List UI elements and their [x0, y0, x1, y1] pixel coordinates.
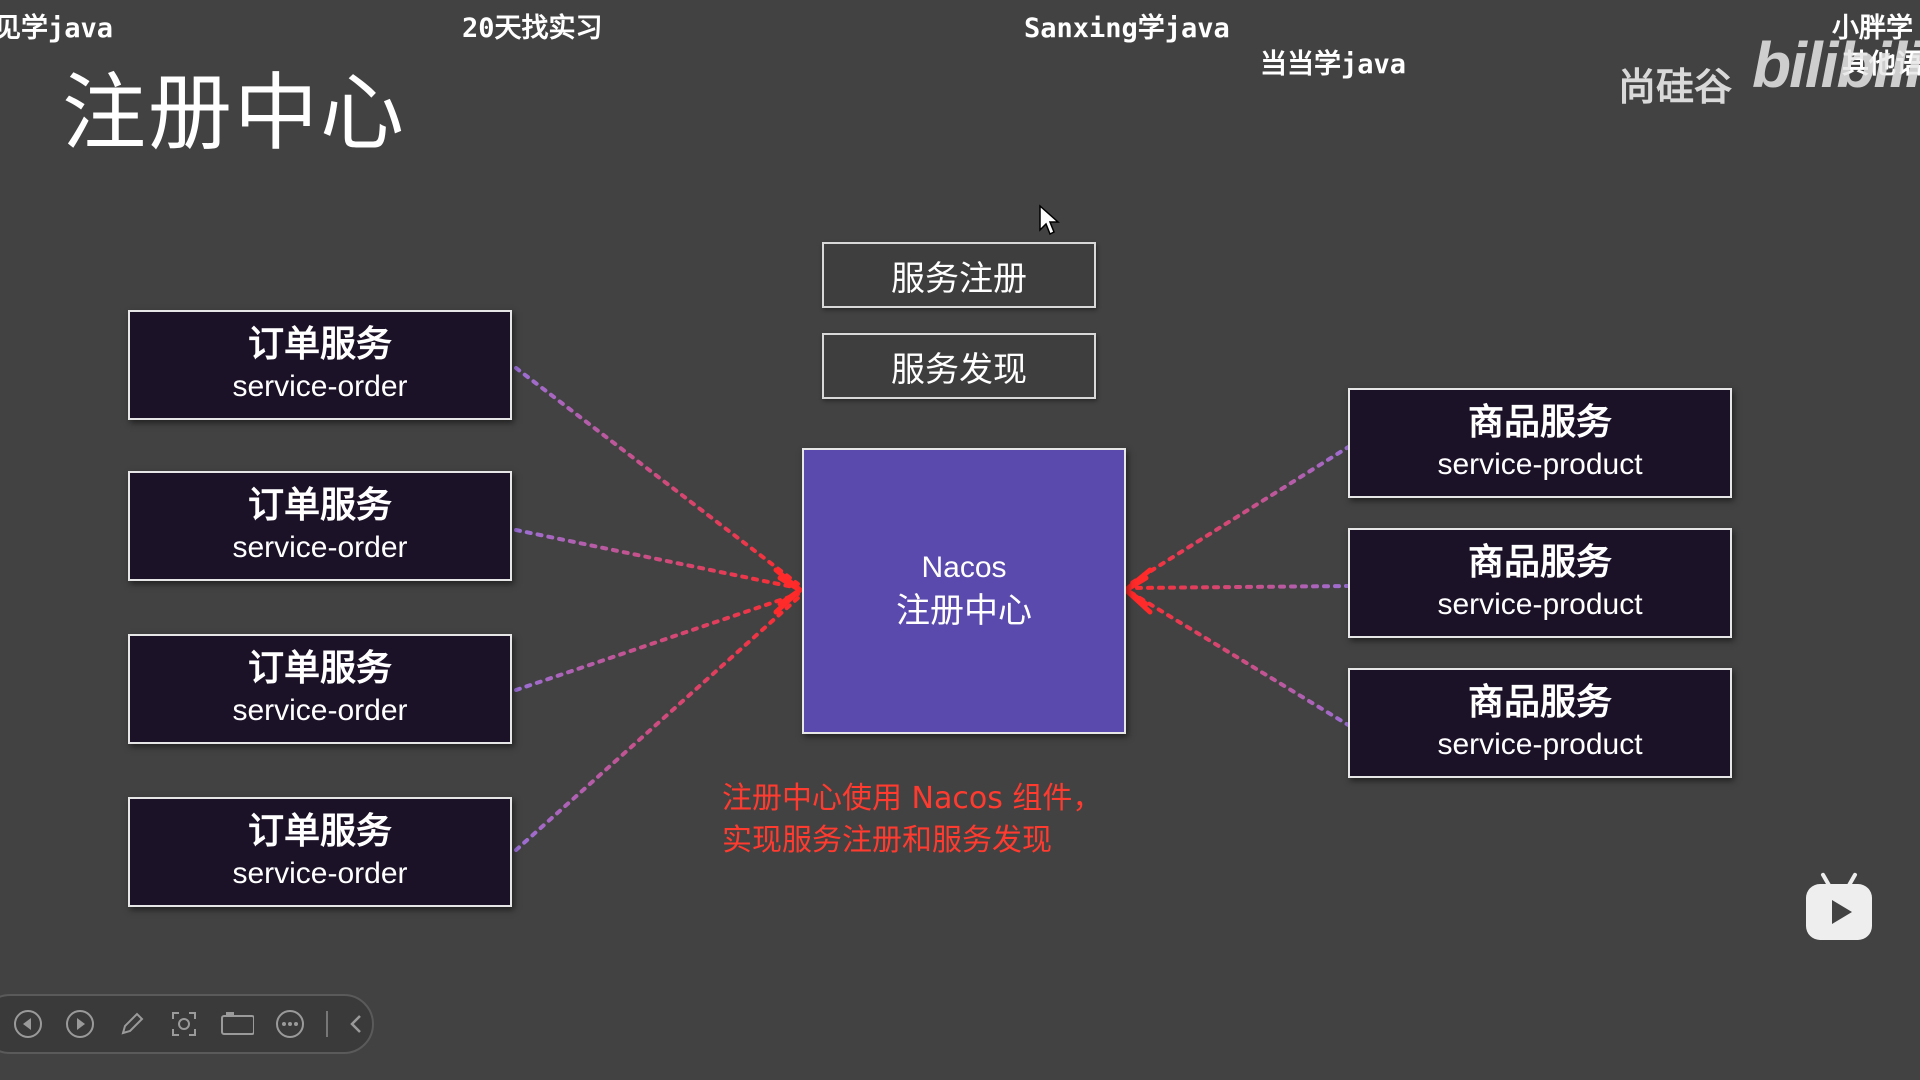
- camera-icon[interactable]: [220, 1007, 255, 1041]
- service-registration-box: 服务注册: [822, 242, 1096, 308]
- watermark-logo: bilibili 尚硅谷: [1610, 18, 1920, 109]
- arrow-product-2: [1128, 584, 1352, 590]
- mouse-cursor-icon: [1039, 204, 1060, 236]
- service-name-cn: 订单服务: [247, 485, 392, 526]
- arrow-order-2: [514, 528, 800, 590]
- overlay-text-2: 20天找实习: [462, 13, 603, 44]
- arrow-order-1: [514, 366, 800, 586]
- presentation-toolbar: [0, 994, 374, 1054]
- service-name-cn: 订单服务: [247, 811, 392, 852]
- arrow-product-3: [1128, 590, 1352, 728]
- nacos-registry-box: Nacos 注册中心: [802, 448, 1126, 734]
- collapse-icon[interactable]: [340, 1007, 372, 1041]
- registry-name-en: Nacos: [921, 551, 1007, 584]
- overlay-text-6: 其他语: [1842, 49, 1920, 80]
- service-name-cn: 商品服务: [1467, 542, 1612, 583]
- slide-caption: 注册中心使用 Nacos 组件， 实现服务注册和服务发现: [722, 778, 1102, 862]
- product-service-box: 商品服务 service-product: [1348, 668, 1732, 778]
- service-discovery-box: 服务发现: [822, 333, 1096, 399]
- pen-icon[interactable]: [116, 1007, 148, 1041]
- service-name-en: service-product: [1437, 588, 1643, 621]
- overlay-text-5: 小胖学: [1832, 13, 1913, 44]
- arrow-order-3: [514, 592, 800, 692]
- screenshot-icon[interactable]: [168, 1007, 200, 1041]
- order-service-box: 订单服务 service-order: [128, 310, 512, 420]
- service-name-en: service-product: [1437, 728, 1643, 761]
- more-icon[interactable]: [274, 1007, 306, 1041]
- service-name-cn: 订单服务: [247, 324, 392, 365]
- service-name-en: service-order: [232, 694, 408, 727]
- bilibili-play-icon[interactable]: [1806, 884, 1872, 940]
- function-label: 服务注册: [891, 258, 1027, 299]
- product-service-box: 商品服务 service-product: [1348, 528, 1732, 638]
- order-service-box: 订单服务 service-order: [128, 797, 512, 907]
- bilibili-logo-icon: bilibili: [1752, 29, 1920, 101]
- overlay-text-4: 当当学java: [1260, 49, 1407, 80]
- caption-line: 注册中心使用 Nacos 组件，: [722, 781, 1103, 816]
- slide-title: 注册中心: [62, 64, 407, 162]
- function-label: 服务发现: [891, 349, 1027, 390]
- registry-name-cn: 注册中心: [896, 591, 1032, 631]
- prev-icon[interactable]: [12, 1007, 44, 1041]
- service-name-cn: 商品服务: [1467, 402, 1612, 443]
- logo-text: 尚硅谷: [1618, 65, 1733, 109]
- service-name-en: service-order: [232, 531, 408, 564]
- service-name-en: service-order: [232, 370, 408, 403]
- service-name-en: service-order: [232, 857, 408, 890]
- service-name-cn: 商品服务: [1467, 682, 1612, 723]
- order-service-box: 订单服务 service-order: [128, 471, 512, 581]
- service-name-cn: 订单服务: [247, 648, 392, 689]
- overlay-text-3: Sanxing学java: [1024, 13, 1230, 44]
- arrow-order-4: [514, 596, 800, 852]
- overlay-text-1: 见学java: [0, 13, 114, 44]
- order-service-box: 订单服务 service-order: [128, 634, 512, 744]
- next-icon[interactable]: [64, 1007, 96, 1041]
- arrow-product-1: [1128, 444, 1352, 586]
- caption-line: 实现服务注册和服务发现: [722, 823, 1052, 858]
- product-service-box: 商品服务 service-product: [1348, 388, 1732, 498]
- toolbar-divider: [326, 1011, 328, 1037]
- service-name-en: service-product: [1437, 448, 1643, 481]
